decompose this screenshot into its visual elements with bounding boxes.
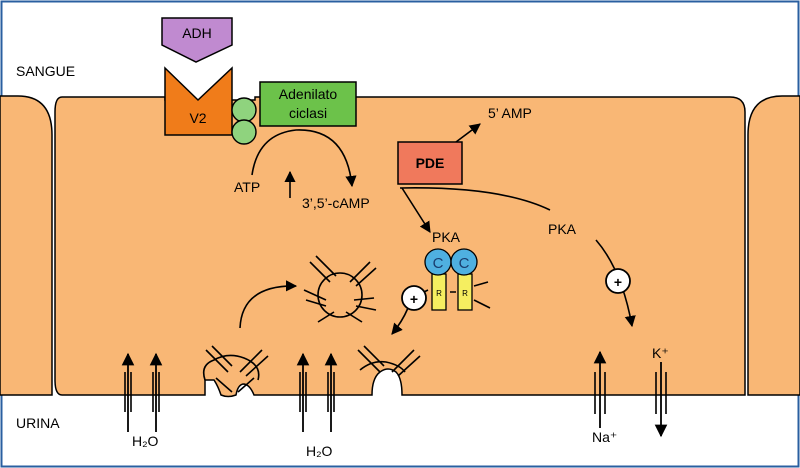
pde-enzyme: PDE xyxy=(397,141,463,185)
camp-label: 3’,5’-cAMP xyxy=(302,195,370,211)
water-channel-left xyxy=(121,352,163,432)
regulatory-label-1: R xyxy=(436,289,442,298)
k-label: K⁺ xyxy=(652,345,669,361)
k-channel xyxy=(654,362,668,438)
g-protein-subunit-1 xyxy=(231,97,257,123)
apical-pit-right xyxy=(359,360,406,373)
exocytosis-arrow-out xyxy=(391,307,409,335)
regulatory-label-2: R xyxy=(462,289,468,298)
adenylate-cyclase: Adenilato ciclasi xyxy=(259,81,357,127)
atp-label: ATP xyxy=(234,179,260,195)
five-amp-label: 5’ AMP xyxy=(488,105,532,121)
water-center-label: H₂O xyxy=(306,443,333,459)
aquaporin-vesicle xyxy=(303,255,377,323)
plus-right-text: + xyxy=(614,274,622,290)
na-channel xyxy=(593,350,607,428)
aquaporin-right xyxy=(357,345,421,377)
left-neighbor-cell xyxy=(0,95,53,396)
camp-to-pka-arrow xyxy=(401,187,431,233)
urine-label: URINA xyxy=(16,415,60,431)
pka-right-label: PKA xyxy=(548,221,577,237)
catalytic-label-2: C xyxy=(459,255,470,272)
blood-label: SANGUE xyxy=(16,63,75,79)
aquaporin-left xyxy=(205,345,269,393)
pka-left-label: PKA xyxy=(432,229,461,245)
plus-right: + xyxy=(605,268,631,294)
adenylate-label-1: Adenilato xyxy=(279,86,338,102)
plus-left: + xyxy=(401,285,427,311)
catalytic-label-1: C xyxy=(433,255,444,272)
plus-left-text: + xyxy=(410,291,418,307)
adh-hormone: ADH xyxy=(161,17,233,63)
right-neighbor-cell xyxy=(747,95,800,396)
v2-receptor: V2 xyxy=(164,66,233,136)
pde-label: PDE xyxy=(416,155,445,171)
exocytosis-arrow-in xyxy=(239,280,298,329)
water-channel-center xyxy=(296,352,338,432)
adh-label: ADH xyxy=(182,25,212,41)
g-protein-subunit-2 xyxy=(231,119,257,145)
v2-label: V2 xyxy=(189,110,206,126)
atp-to-camp-arrow xyxy=(251,129,357,188)
pde-to-5amp-arrow xyxy=(455,123,481,143)
na-label: Na⁺ xyxy=(592,429,617,445)
camp-to-pka-right-line xyxy=(399,187,551,211)
water-left-label: H₂O xyxy=(132,433,159,449)
adenylate-label-2: ciclasi xyxy=(289,105,327,121)
